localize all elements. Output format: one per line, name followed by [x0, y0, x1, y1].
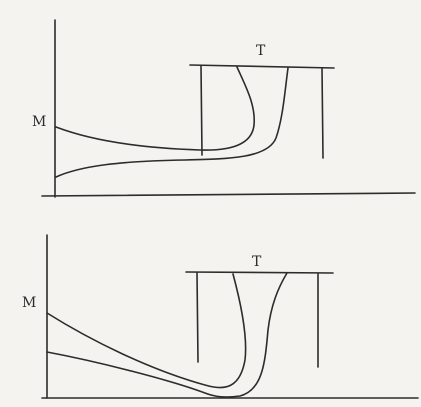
bottom-m-label: M — [22, 295, 36, 311]
top-table-left-leg — [200, 65, 203, 156]
top-lower-curve — [55, 67, 289, 178]
bottom-table-left-leg — [196, 272, 199, 363]
top-m-label: M — [32, 114, 46, 130]
top-baseline — [41, 192, 416, 197]
bottom-t-label: T — [252, 254, 262, 270]
top-t-label: T — [256, 43, 266, 59]
bottom-lower-curve — [46, 272, 288, 398]
bottom-panel — [41, 234, 419, 399]
bottom-upper-curve — [46, 273, 247, 389]
top-panel — [41, 19, 416, 198]
bottom-table-bar — [185, 271, 334, 274]
top-table-right-leg — [321, 67, 324, 159]
top-table-bar — [189, 64, 335, 69]
top-upper-curve — [55, 66, 255, 151]
